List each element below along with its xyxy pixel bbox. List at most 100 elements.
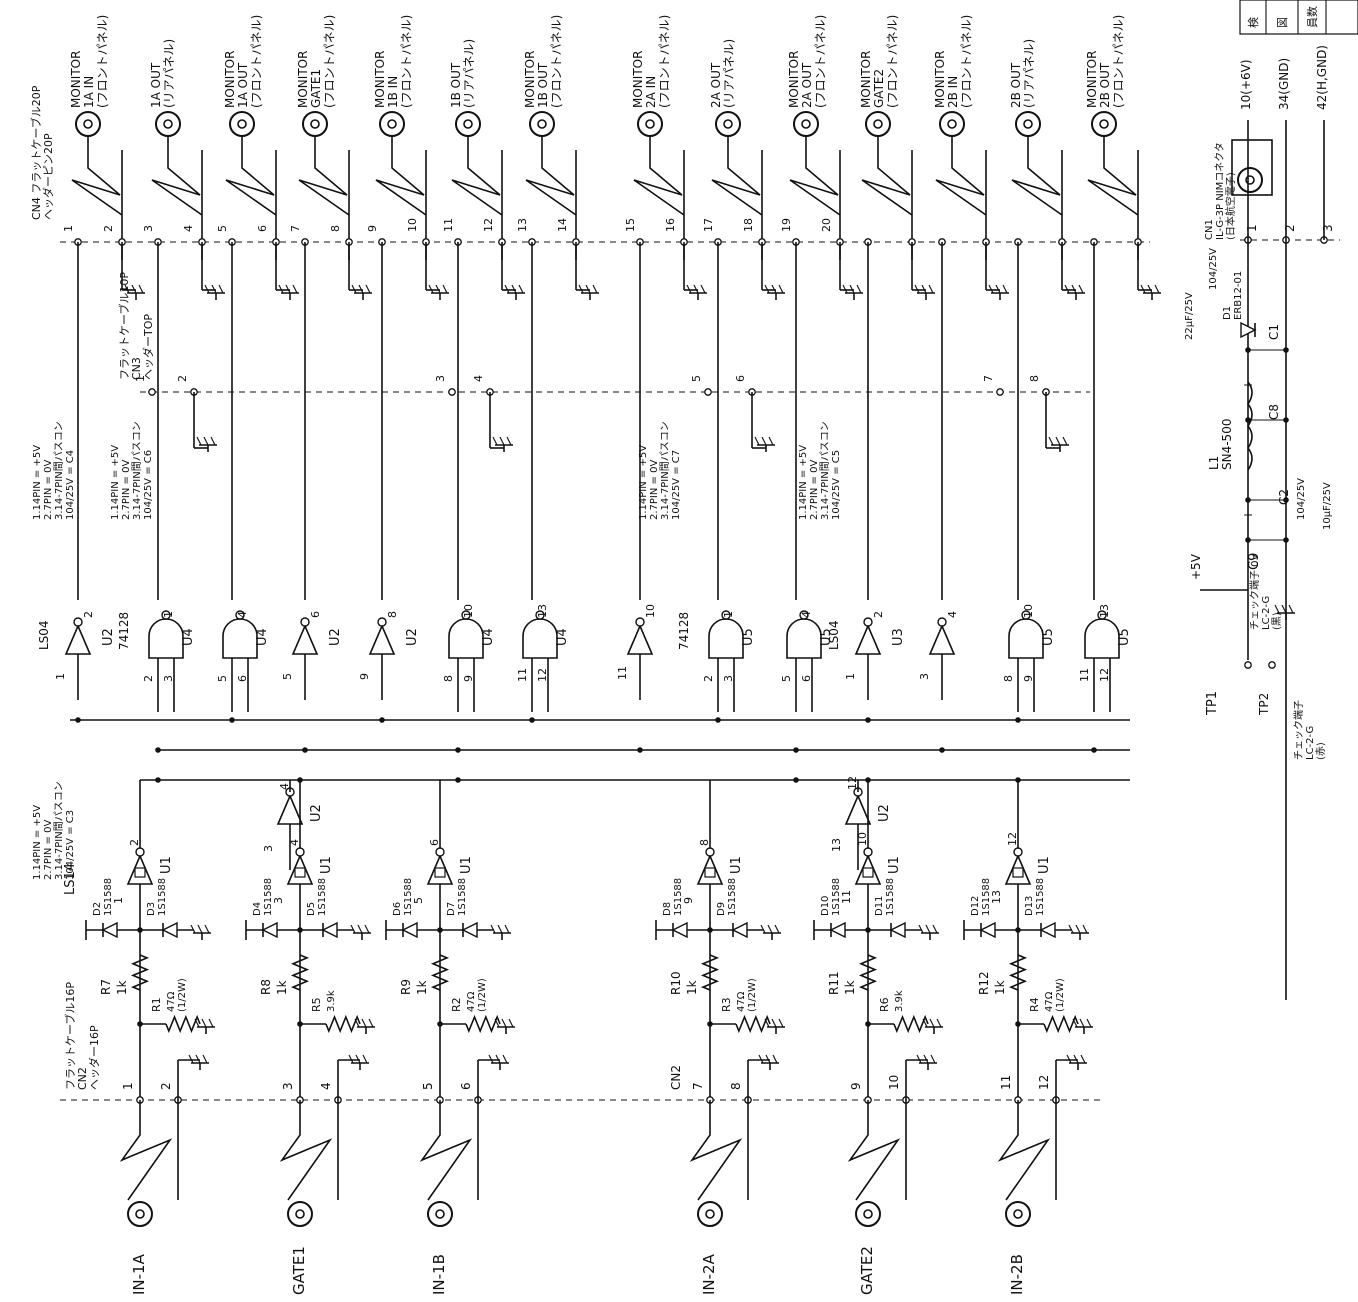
gate-ref: U1	[887, 856, 902, 874]
top-connector-label: 2B OUT(リアパネル)	[1009, 39, 1036, 108]
resistor-value-line: (1/2W)	[177, 978, 188, 1012]
ground-symbol	[686, 284, 707, 300]
nim-pin-label: 34(GND)	[1277, 58, 1291, 110]
ground-hatch	[758, 1054, 764, 1064]
title-block-cell: 検	[1246, 17, 1260, 28]
diode-label: D121S1588	[970, 878, 992, 916]
top-connector-label: MONITOR2B IN(フロントパネル)	[933, 15, 973, 108]
cn4-pin-number: 20	[820, 218, 833, 232]
gate-ref: U2	[328, 628, 343, 646]
gate-pin-number: 5	[412, 897, 425, 904]
ground-symbol	[492, 436, 513, 452]
cn3-pin-number-line: 6	[734, 375, 747, 382]
top-connector-label-line: GATE2	[872, 69, 886, 108]
cn2-pin-number: 8	[729, 1082, 743, 1090]
gate-pin-number-line: 11	[516, 668, 529, 682]
cn2-pin-number-line: 10	[887, 1075, 901, 1090]
cn4-pin-number: 4	[182, 225, 195, 232]
cn4-pin-number-line: 14	[556, 218, 569, 232]
resistor-value: 3.9k	[894, 990, 905, 1012]
resistor-value-line: 1k	[115, 980, 129, 995]
inverter-gate	[626, 623, 654, 655]
resistor-ref: R12	[977, 971, 991, 995]
ground-hatch	[774, 924, 780, 934]
gate-ref-line: U1	[887, 856, 902, 874]
gate-ref-line: U3	[891, 628, 906, 646]
ground-hatch	[350, 924, 356, 934]
ground-hatch	[585, 284, 591, 294]
cn3-pin-number: 1	[134, 375, 147, 382]
gate-pin-number-line: 8	[386, 611, 399, 618]
hysteresis-mark	[294, 867, 306, 878]
ground-hatch	[842, 284, 848, 294]
ground-hatch	[778, 284, 784, 294]
gate-pin-number-line: 4	[236, 611, 249, 618]
diode-label-line: D11	[874, 896, 885, 916]
junction-dot	[137, 927, 143, 933]
junction-dot	[1245, 417, 1251, 423]
hysteresis-mark	[134, 867, 146, 878]
ic-power-note: 1.14PIN = +5V2.7PIN = 0V3.14-7PIN間パスコン10…	[32, 421, 76, 520]
resistor-value: 47Ω(1/2W)	[1044, 978, 1066, 1012]
resistor-ref: R2	[450, 997, 463, 1012]
gate-ref-line: U1	[159, 856, 174, 874]
diode-body	[461, 921, 478, 939]
test-point-label: TP2	[1257, 693, 1271, 716]
polarity-mark: +	[1241, 510, 1255, 520]
gate-pin-number: 11	[840, 890, 853, 904]
ground-hatch	[442, 284, 448, 294]
gate-pin-number: 13	[990, 890, 1003, 904]
output-coax-connector-center	[723, 119, 733, 129]
ic-power-note-line: 1.14PIN = +5V	[32, 445, 43, 520]
gate-pin-number: 9	[462, 675, 475, 682]
resistor-value: 47Ω(1/2W)	[166, 978, 188, 1012]
cn2-label-line: ヘッダー16P	[87, 1025, 101, 1090]
resistor-value: 1k	[843, 980, 857, 995]
cn2-pin-number: 6	[459, 1082, 473, 1090]
junction-dot	[1283, 537, 1289, 543]
gate-pin-number-line: 2	[142, 675, 155, 682]
cn2-pin-number-line: 3	[281, 1082, 295, 1090]
gate-pin-number: 9	[462, 675, 475, 682]
ground-symbol	[1068, 924, 1089, 940]
ic-power-note: 1.14PIN = +5V2.7PIN = 0V3.14-7PIN間パスコン10…	[32, 421, 76, 520]
cable-shield	[711, 136, 763, 216]
chip-type-label: LS04	[37, 620, 51, 650]
gate-pin-number-line: 1	[112, 897, 125, 904]
input-connector-label: IN-2B	[1008, 1254, 1026, 1295]
cn1-pin-number-line: 1	[1245, 224, 1259, 232]
cn4-pin-number-line: 13	[516, 218, 529, 232]
resistor-ref-line: R5	[310, 997, 323, 1012]
gate-pin-number-line: 1	[54, 673, 67, 680]
supply-label-line: +5V	[1189, 553, 1203, 580]
ic-power-note-line: 104/25V = C4	[65, 450, 76, 520]
diode-label-line: 1S1588	[317, 878, 328, 916]
gate-pin-number: 1	[722, 611, 735, 618]
gate-pin-number: 9	[682, 897, 695, 904]
cn2-pin-number: 12	[1037, 1075, 1051, 1090]
gate-pin-number-line: 3	[262, 845, 275, 852]
ground-symbol	[490, 924, 511, 940]
polarity-mark: +	[1241, 380, 1255, 390]
junction-dot	[793, 777, 799, 783]
cn2-pin-number: 9	[849, 1082, 863, 1090]
cn3-pin-number: 8	[1028, 375, 1041, 382]
cn4-pin-number-line: 17	[702, 218, 715, 232]
gate-pin-number: 5	[412, 897, 425, 904]
ground-hatch	[578, 284, 584, 294]
nim-pin-label: 42(H,GND)	[1315, 45, 1329, 110]
resistor-ref: R7	[99, 979, 113, 995]
top-connector-label: 1A OUT(リアパネル)	[149, 39, 176, 108]
top-connector-label-line: MONITOR	[373, 51, 387, 108]
top-connector-label: MONITOR1B OUT(フロントパネル)	[523, 15, 563, 108]
ground-hatch	[914, 284, 920, 294]
input-coax-connector-center	[1013, 1209, 1023, 1219]
gate-pin-number: 2	[82, 611, 95, 618]
ground-hatch	[435, 284, 441, 294]
resistor-value-line: (1/2W)	[1055, 978, 1066, 1012]
nim-pin-label: 10(+6V)	[1239, 59, 1253, 110]
schmitt-inverter	[1004, 853, 1032, 885]
ground-hatch	[211, 284, 217, 294]
resistor-ref-line: R12	[977, 971, 991, 995]
top-connector-label: MONITOR1B IN(フロントパネル)	[373, 15, 413, 108]
